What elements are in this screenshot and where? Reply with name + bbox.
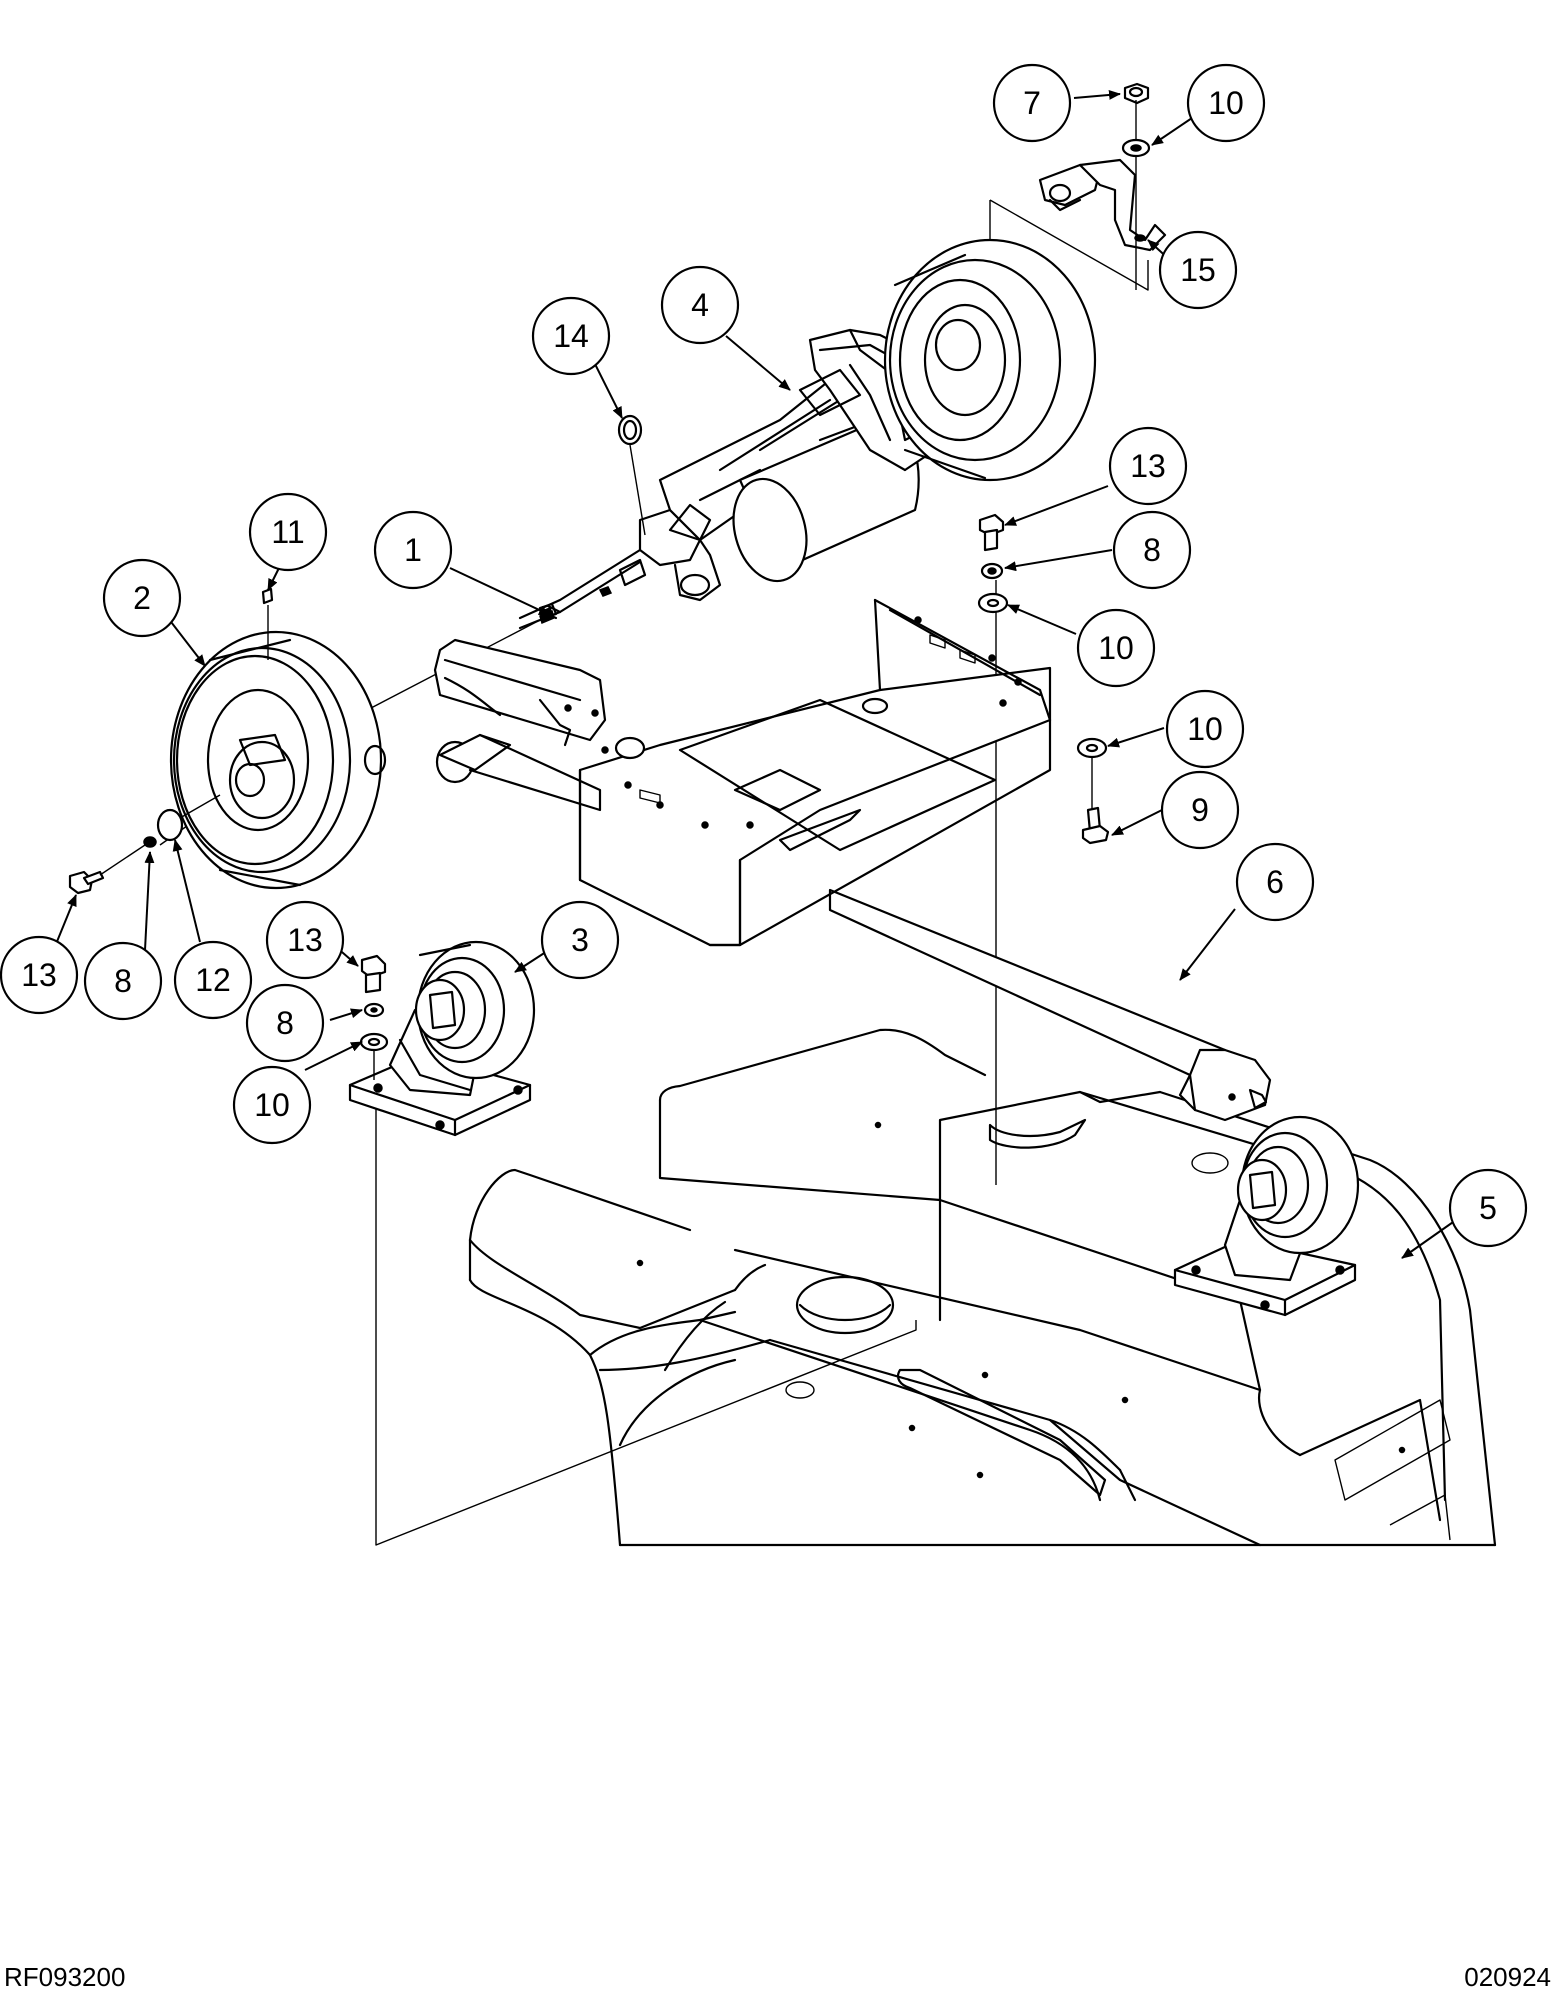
callout-5: 5 [1448,1168,1528,1248]
callout-11: 11 [248,492,328,572]
callout-4: 4 [660,265,740,345]
drive-carriage [433,598,1272,1122]
svg-text:6: 6 [1266,864,1284,900]
callout-15: 15 [1158,230,1238,310]
callout-13-right: 13 [1108,426,1188,506]
svg-text:13: 13 [21,957,57,993]
svg-text:7: 7 [1023,85,1041,121]
svg-text:5: 5 [1479,1190,1497,1226]
leader-lines [55,89,1457,1259]
mounting-bracket [1038,158,1167,252]
rear-wheel-right [883,238,1097,482]
svg-text:1: 1 [404,532,422,568]
callout-12: 12 [173,940,253,1020]
svg-text:12: 12 [195,962,231,998]
callout-8-left: 8 [83,941,163,1021]
caster-left [348,940,536,1137]
callout-8-right: 8 [1112,510,1192,590]
callout-10-top: 10 [1186,63,1266,143]
svg-text:11: 11 [271,514,304,550]
callout-10-middle: 10 [232,1065,312,1145]
callout-13-left: 13 [0,935,79,1015]
callout-10-lower-right: 10 [1165,689,1245,769]
callout-8-middle: 8 [245,983,325,1063]
svg-text:13: 13 [1130,448,1166,484]
callout-14: 14 [531,296,611,376]
drawing-code: RF093200 [4,1962,126,1992]
svg-text:13: 13 [287,922,323,958]
svg-text:8: 8 [1143,532,1161,568]
callout-10-right: 10 [1076,608,1156,688]
hardware [68,82,1151,1080]
callout-3: 3 [540,900,620,980]
callout-7: 7 [992,63,1072,143]
svg-text:9: 9 [1191,792,1209,828]
svg-text:15: 15 [1180,252,1216,288]
rear-wheel-left [169,630,387,890]
svg-text:10: 10 [1098,630,1134,666]
caster-right [1173,1115,1360,1317]
svg-text:8: 8 [276,1005,294,1041]
svg-text:3: 3 [571,922,589,958]
svg-text:10: 10 [254,1087,290,1123]
svg-text:2: 2 [133,580,151,616]
svg-text:10: 10 [1208,85,1244,121]
callout-13-middle: 13 [265,900,345,980]
svg-text:10: 10 [1187,711,1223,747]
svg-text:8: 8 [114,963,132,999]
callout-6: 6 [1235,842,1315,922]
callout-9: 9 [1160,770,1240,850]
callout-1: 1 [373,510,453,590]
svg-text:14: 14 [553,318,589,354]
drawing-date: 020924 [1464,1962,1551,1992]
svg-text:4: 4 [691,287,709,323]
callout-2: 2 [102,558,182,638]
